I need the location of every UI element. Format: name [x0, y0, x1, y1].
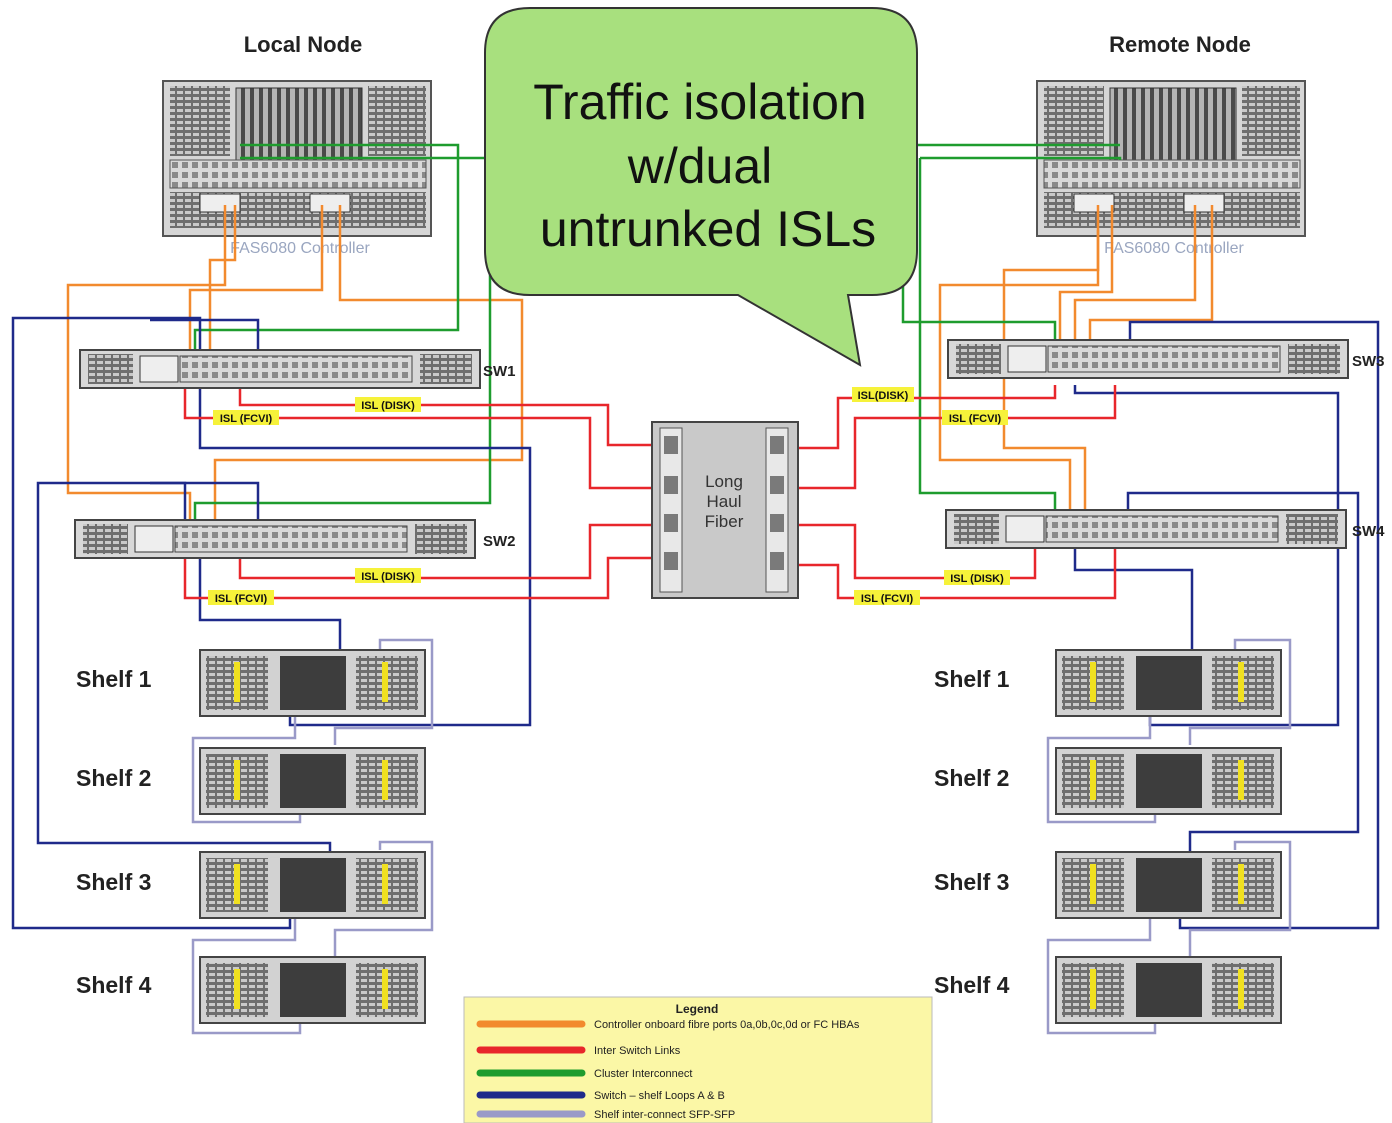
switch-sw2 [74, 519, 476, 559]
remote-shelf-4 [1055, 956, 1282, 1024]
isl-disk-tag-sw1: ISL (DISK) [361, 400, 415, 412]
local-shelf-4 [199, 956, 426, 1024]
sw3-label: SW3 [1352, 353, 1385, 370]
switch-sw3 [947, 339, 1349, 379]
isl-tags [208, 387, 1010, 605]
callout-line3: untrunked ISLs [540, 201, 876, 257]
fiber-label-line2: Haul [707, 492, 742, 511]
remote-shelf-2 [1055, 747, 1282, 815]
remote-shelf-1-label: Shelf 1 [934, 666, 1010, 692]
legend: Legend Controller onboard fibre ports 0a… [463, 996, 933, 1123]
isl-fcvi-tag-sw4: ISL (FCVI) [861, 593, 914, 605]
isl-disk-tag-sw2: ISL (DISK) [361, 571, 415, 583]
remote-shelf-1 [1055, 649, 1282, 717]
local-controller [162, 80, 432, 237]
isl-disk-tag-sw4: ISL (DISK) [950, 573, 1004, 585]
fiber-label-line1: Long [705, 472, 743, 491]
legend-label-2: Cluster Interconnect [594, 1068, 692, 1080]
isl-fcvi-tag-sw1: ISL (FCVI) [220, 413, 273, 425]
remote-shelf-4-label: Shelf 4 [934, 972, 1010, 998]
fiber-label-line3: Fiber [705, 512, 744, 531]
callout-shape [484, 7, 918, 367]
local-shelf-1-label: Shelf 1 [76, 666, 152, 692]
remote-shelf-3-label: Shelf 3 [934, 869, 1009, 895]
remote-shelves [1055, 649, 1282, 1024]
isl-fcvi-tag-sw2: ISL (FCVI) [215, 593, 268, 605]
remote-shelf-3 [1055, 851, 1282, 919]
callout-line2: w/dual [627, 138, 773, 194]
legend-title: Legend [676, 1002, 719, 1016]
local-shelf-3 [199, 851, 426, 919]
legend-items: Controller onboard fibre ports 0a,0b,0c,… [476, 1019, 860, 1121]
sw2-label: SW2 [483, 533, 516, 550]
legend-label-1: Inter Switch Links [594, 1045, 681, 1057]
long-haul-fiber-box [651, 421, 799, 599]
local-shelf-1 [199, 649, 426, 717]
local-shelf-2 [199, 747, 426, 815]
remote-controller-label: FAS6080 Controller [1104, 240, 1244, 257]
local-shelf-4-label: Shelf 4 [76, 972, 152, 998]
local-shelf-3-label: Shelf 3 [76, 869, 151, 895]
legend-label-4: Shelf inter-connect SFP-SFP [594, 1109, 735, 1121]
legend-box [463, 996, 933, 1123]
local-shelves [199, 649, 426, 1024]
switch-sw1 [79, 349, 481, 389]
remote-shelf-2-label: Shelf 2 [934, 765, 1009, 791]
sw4-label: SW4 [1352, 523, 1385, 540]
isl-fcvi-tag-sw3: ISL (FCVI) [949, 413, 1002, 425]
remote-cables [790, 143, 1380, 1035]
callout-line1: Traffic isolation [533, 74, 866, 130]
sw1-label: SW1 [483, 363, 516, 380]
switch-sw4 [945, 509, 1347, 549]
isl-disk-tag-sw3: ISL(DISK) [858, 390, 909, 402]
local-controller-label: FAS6080 Controller [230, 240, 370, 257]
local-node-title: Local Node [244, 32, 363, 57]
local-cables [11, 143, 668, 1035]
local-shelf-2-label: Shelf 2 [76, 765, 151, 791]
legend-label-0: Controller onboard fibre ports 0a,0b,0c,… [594, 1019, 860, 1031]
legend-label-3: Switch – shelf Loops A & B [594, 1090, 725, 1102]
remote-node-title: Remote Node [1109, 32, 1251, 57]
callout-bubble [484, 7, 918, 367]
